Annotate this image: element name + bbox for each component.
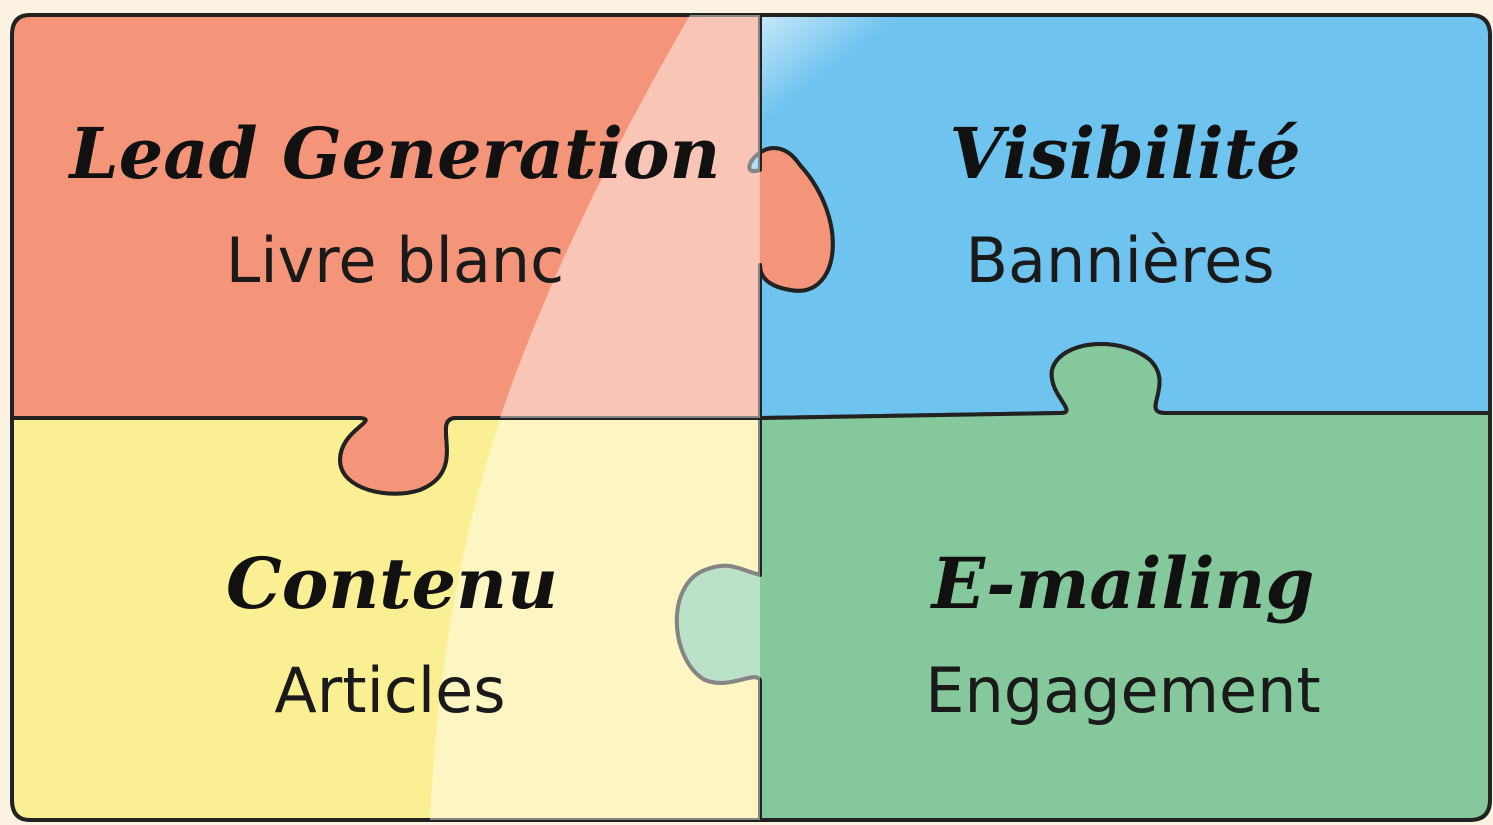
shine-top-left — [500, 15, 760, 418]
piece-bottom-right — [674, 342, 1492, 822]
title-e-mailing: E-mailing — [930, 542, 1315, 625]
subtitle-livre-blanc: Livre blanc — [226, 224, 564, 297]
title-visibilite: Visibilité — [949, 112, 1300, 195]
subtitle-engagement: Engagement — [925, 654, 1320, 727]
title-contenu: Contenu — [226, 542, 558, 625]
subtitle-bannieres: Bannières — [965, 224, 1274, 297]
title-lead-generation: Lead Generation — [68, 112, 721, 195]
shine-bottom-left — [430, 420, 760, 820]
shine-top-right — [762, 17, 960, 170]
subtitle-articles: Articles — [274, 654, 505, 727]
